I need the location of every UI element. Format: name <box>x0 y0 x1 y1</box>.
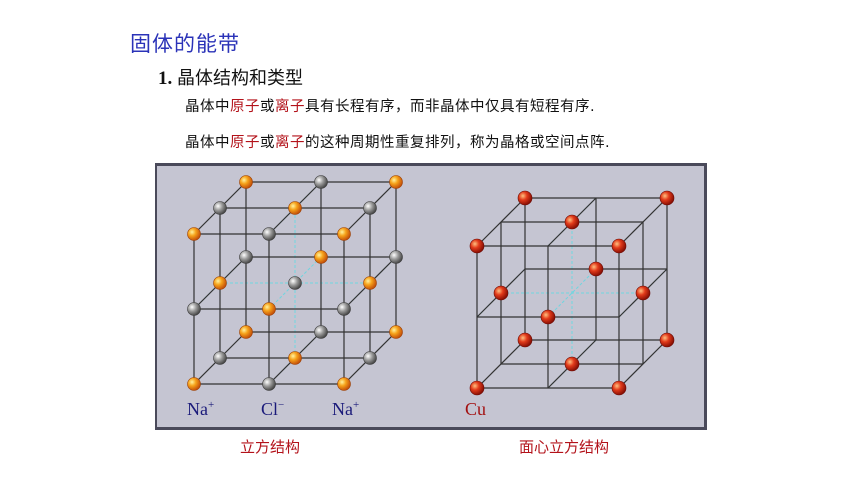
cu-atom <box>564 356 580 372</box>
cu-atom <box>611 238 627 254</box>
cl-atom <box>314 175 328 189</box>
line1-part: 具有长程有序，而非晶体中仅具有短程有序. <box>305 99 596 115</box>
cu-atom <box>469 380 485 396</box>
page-title: 固体的能带 <box>130 32 240 56</box>
caption-fcc: 面心立方结构 <box>519 438 610 456</box>
text-line-2: 晶体中原子或离子的这种周期性重复排列，称为晶格或空间点阵. <box>185 131 610 152</box>
line2-part: 晶体中 <box>185 135 230 151</box>
cl-atom <box>288 276 302 290</box>
nacl-cube-diagram <box>187 175 403 391</box>
na-atom <box>389 325 403 339</box>
cu-atom <box>611 380 627 396</box>
na-atom <box>239 175 253 189</box>
na-atom <box>389 175 403 189</box>
na-atom <box>187 227 201 241</box>
caption-cubic: 立方结构 <box>240 438 301 456</box>
na-atom <box>337 377 351 391</box>
line1-part: 或 <box>260 99 275 115</box>
cu-atom <box>517 190 533 206</box>
na-label-2: Na+ <box>332 399 359 419</box>
na-atom <box>288 351 302 365</box>
na-atom <box>239 325 253 339</box>
na-atom <box>213 276 227 290</box>
line2-part: 的这种周期性重复排列，称为晶格或空间点阵. <box>305 135 611 151</box>
line1-highlight: 离子 <box>275 99 305 115</box>
section-title: 晶体结构和类型 <box>177 68 303 89</box>
cl-atom <box>187 302 201 316</box>
na-atom <box>262 302 276 316</box>
cu-atom <box>540 309 556 325</box>
section-heading: 1. 晶体结构和类型 <box>158 64 303 90</box>
cu-atom <box>564 214 580 230</box>
na-atom <box>363 276 377 290</box>
section-number: 1. <box>158 68 173 89</box>
cl-atom <box>262 227 276 241</box>
left-labels: Na+ Cl− Na+ <box>187 399 359 419</box>
cl-atom <box>337 302 351 316</box>
na-atom <box>187 377 201 391</box>
cl-atom <box>239 250 253 264</box>
cl-atom <box>213 201 227 215</box>
line1-part: 晶体中 <box>185 99 230 115</box>
line2-highlight: 离子 <box>275 135 305 151</box>
cu-atom <box>659 332 675 348</box>
cu-atom <box>588 261 604 277</box>
cu-label: Cu <box>465 399 486 419</box>
na-atom <box>288 201 302 215</box>
cl-atom <box>363 201 377 215</box>
text-line-1: 晶体中原子或离子具有长程有序，而非晶体中仅具有短程有序. <box>185 95 595 116</box>
cl-atom <box>213 351 227 365</box>
cu-atom <box>517 332 533 348</box>
cu-atom <box>493 285 509 301</box>
cl-atom <box>363 351 377 365</box>
line2-part: 或 <box>260 135 275 151</box>
fcc-edge-line <box>618 197 668 247</box>
cu-atom <box>469 238 485 254</box>
line2-highlight: 原子 <box>230 135 260 151</box>
cu-atom <box>635 285 651 301</box>
cl-atom <box>314 325 328 339</box>
fcc-grid-line <box>547 268 597 318</box>
crystal-figure-panel: Na+ Cl− Na+ Cu <box>155 163 707 430</box>
crystal-diagrams: Na+ Cl− Na+ Cu <box>187 175 675 419</box>
na-label-1: Na+ <box>187 399 214 419</box>
fcc-cube-diagram <box>469 190 675 396</box>
na-atom <box>314 250 328 264</box>
cu-atom <box>659 190 675 206</box>
cl-label: Cl− <box>261 399 284 419</box>
na-atom <box>337 227 351 241</box>
cl-atom <box>389 250 403 264</box>
line1-highlight: 原子 <box>230 99 260 115</box>
cl-atom <box>262 377 276 391</box>
